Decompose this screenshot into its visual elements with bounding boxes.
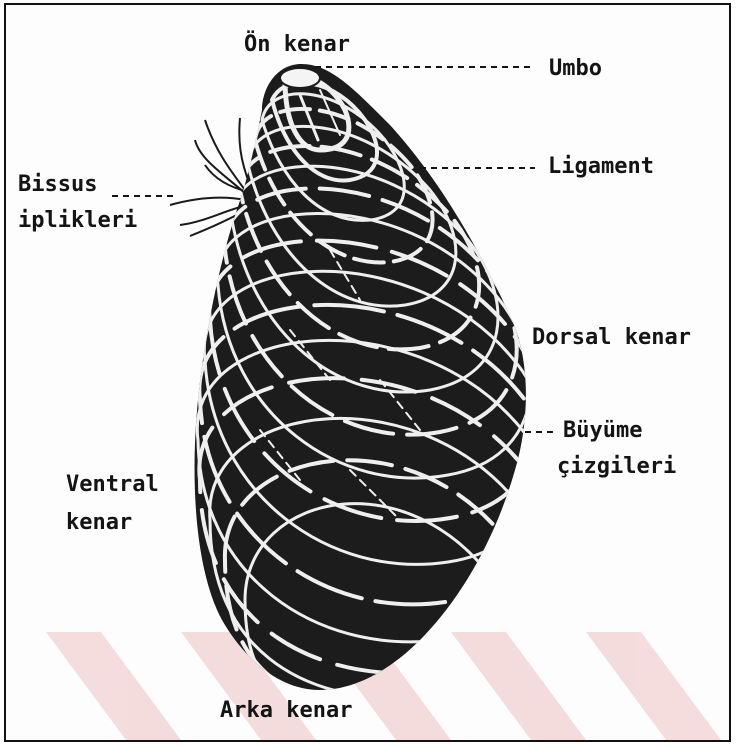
growth-lines-label-line2: çizgileri xyxy=(557,456,676,478)
growth-lines-label-line1: Büyüme xyxy=(563,420,642,442)
byssus-label-line2: iplikleri xyxy=(18,210,137,232)
front-edge-label: Ön kenar xyxy=(244,34,350,56)
byssus-label-line1: Bissus xyxy=(18,174,97,196)
ventral-edge-label-line1: Ventral xyxy=(66,474,159,496)
dorsal-edge-label: Dorsal kenar xyxy=(532,327,691,349)
mussel-shell-icon xyxy=(195,64,554,720)
umbo-label: Umbo xyxy=(549,58,602,80)
rear-edge-label: Arka kenar xyxy=(220,700,352,722)
ligament-label: Ligament xyxy=(548,156,654,178)
ventral-edge-label-line2: kenar xyxy=(66,512,132,534)
